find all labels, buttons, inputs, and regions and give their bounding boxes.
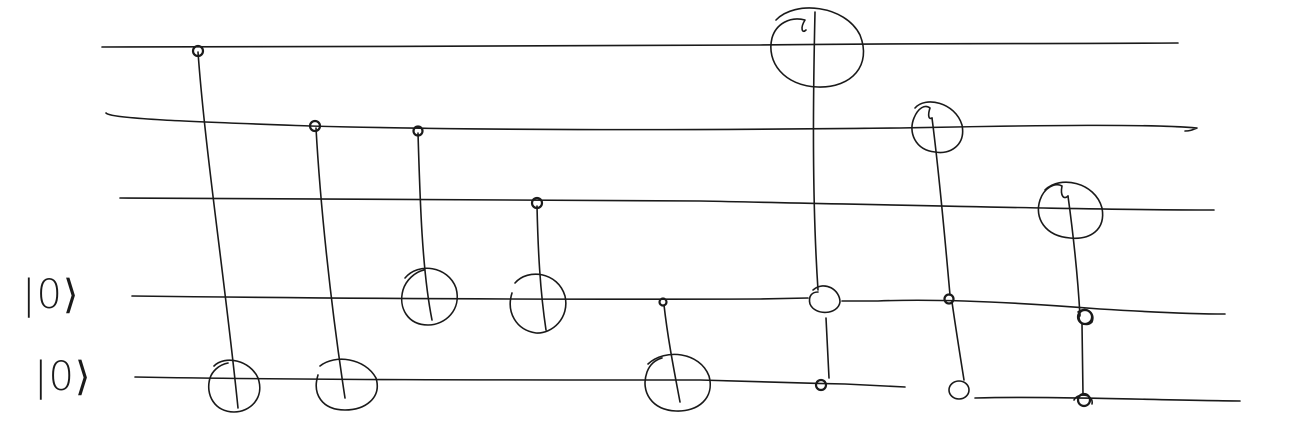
control-dot-wire-5 [814,378,828,392]
wire-5 [134,376,1241,402]
control-dot [658,297,668,307]
gate-line [663,304,681,403]
cnot-gate-3 [401,125,459,326]
gate-line [315,127,346,399]
open-control-wire-4 [808,285,841,314]
target-circle [644,353,711,412]
gate-line-upper [931,117,951,296]
wires [101,42,1241,402]
target-circle [770,7,865,88]
wire-2 [105,112,1198,132]
target-circle [315,358,379,411]
gate-line-upper [812,11,819,291]
cnot-gate-1 [191,44,261,413]
cnot-gate-4 [509,196,567,334]
input-labels: |0⟩ |0⟩ [22,272,92,400]
gate-line [197,51,239,409]
control-dot [308,119,322,133]
target-circle [1037,181,1104,239]
control-dot-wire-4-scribble [1077,308,1094,326]
target-circle [208,359,261,413]
wire-3 [119,197,1215,211]
gate-line-upper [1067,195,1081,317]
target-circle [911,101,964,154]
control-dot-wire-5 [1076,392,1092,408]
gate-line-lower [951,301,965,381]
gate-line [417,132,433,321]
target-circle [401,267,459,326]
control-dot-wire-4 [943,293,955,305]
gate-line-lower [825,317,830,379]
wire-4 [131,295,1226,315]
control-dot-wire-5-scribble [1073,394,1093,405]
controlled-gate-7 [911,101,970,400]
ket-label-wire-4: |0⟩ [22,272,80,318]
gate-line-lower [1081,323,1084,396]
wire-1 [101,42,1179,48]
target-circle [509,273,567,334]
cnot-gate-5 [644,297,711,412]
cnot-gate-2 [308,119,379,411]
controlled-gate-6 [770,7,865,392]
ket-label-wire-5: |0⟩ [34,354,92,400]
controlled-gate-8 [1037,181,1104,408]
open-control-wire-5 [948,380,970,400]
gate-line [536,205,547,331]
